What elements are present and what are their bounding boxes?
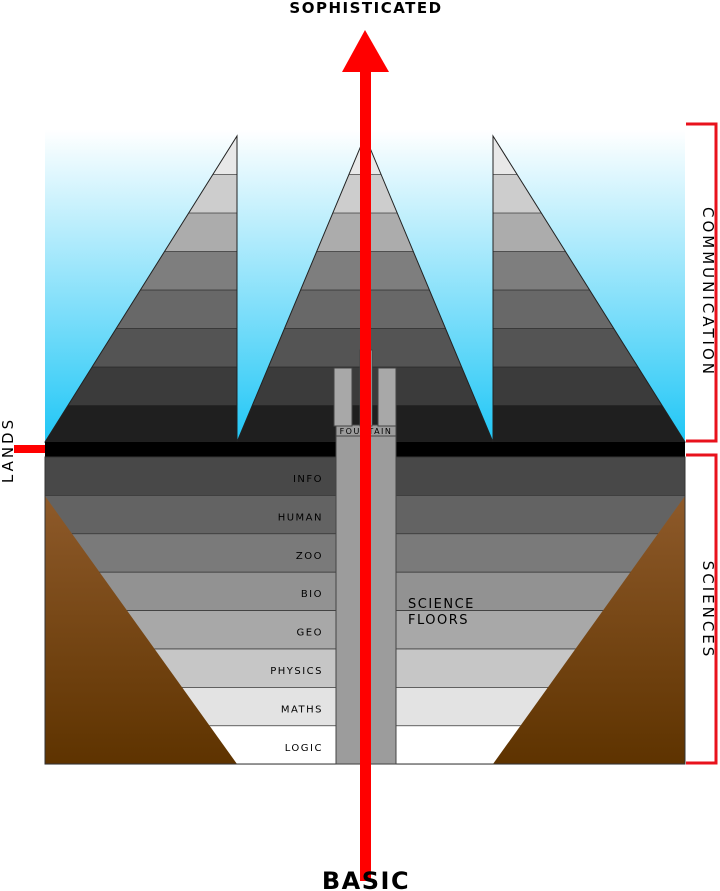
floor-label-physics: PHYSICS <box>270 666 323 677</box>
top-title: SOPHISTICATED <box>289 0 442 17</box>
science-floors-label-line2: FLOORS <box>408 613 469 628</box>
tower-right-column <box>377 367 397 427</box>
bottom-title: BASIC <box>322 867 410 891</box>
sciences-label: SCIENCES <box>699 561 717 660</box>
earth-left <box>45 496 237 764</box>
peak-stripe <box>45 405 237 442</box>
earth-right <box>493 496 685 764</box>
floor-label-logic: LOGIC <box>285 743 323 754</box>
lands-marker <box>14 445 45 453</box>
basic-to-sophisticated-arrow <box>342 30 389 881</box>
lands-label: LANDS <box>0 417 17 483</box>
arrow-shaft <box>360 66 371 881</box>
floor-label-info: INFO <box>293 474 323 485</box>
science-floors-label-line1: SCIENCE <box>408 597 475 612</box>
peak-stripe <box>493 405 685 442</box>
communication-label: COMMUNICATION <box>699 207 717 377</box>
tower-left-column <box>333 367 353 427</box>
floor-labels: INFO HUMAN ZOO BIO GEO PHYSICS MATHS LOGIC <box>270 474 323 754</box>
floor-label-maths: MATHS <box>281 704 323 715</box>
floor-label-zoo: ZOO <box>296 551 323 562</box>
floor-label-human: HUMAN <box>278 512 323 523</box>
communication-bracket <box>686 122 718 443</box>
floor-label-geo: GEO <box>297 628 323 639</box>
arrow-head <box>342 30 389 72</box>
sciences-bracket <box>686 453 718 765</box>
floor-label-bio: BIO <box>301 589 323 600</box>
